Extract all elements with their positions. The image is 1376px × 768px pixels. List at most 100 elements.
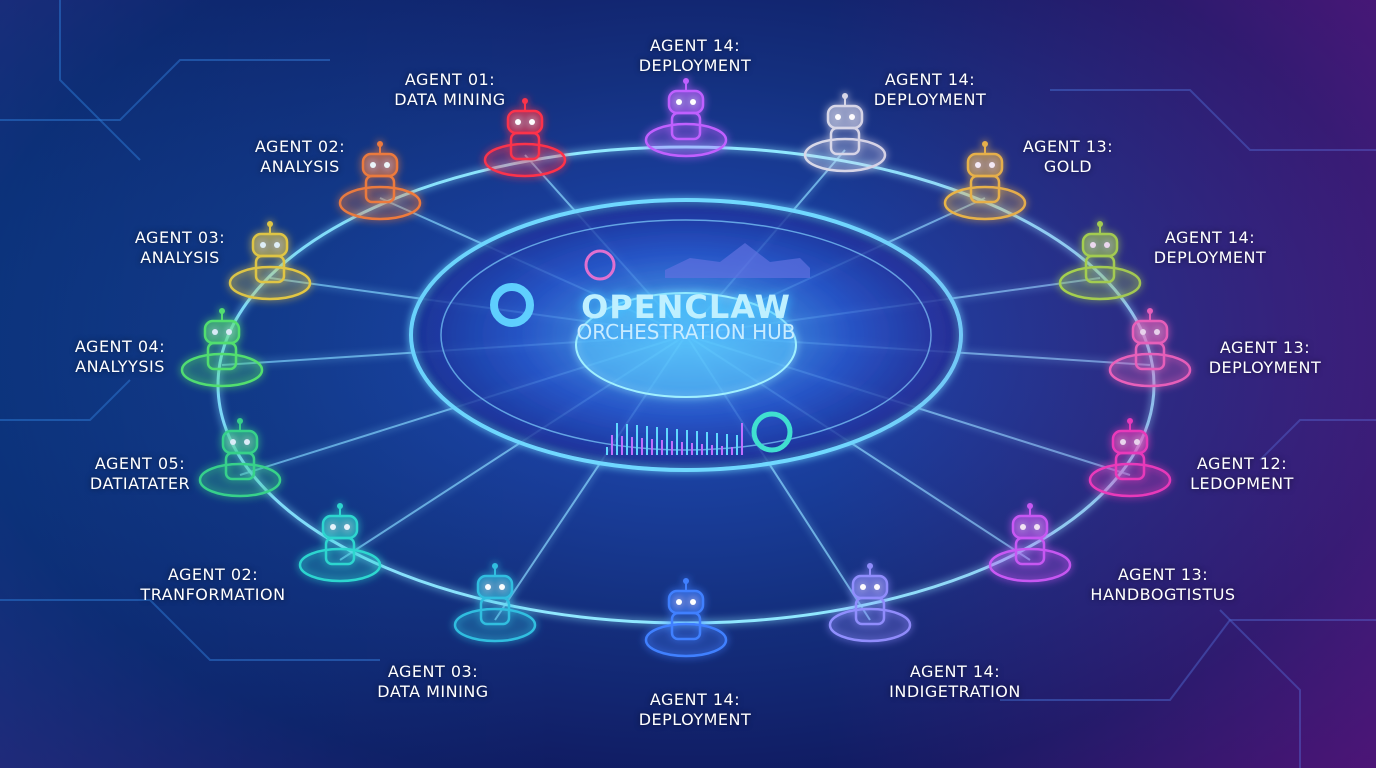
agent-role: HANDBOGTISTUS	[1090, 585, 1236, 604]
bar	[701, 444, 703, 455]
agent-robot-icon[interactable]	[1088, 418, 1172, 498]
bar	[716, 433, 718, 455]
agent-id: AGENT 05:	[94, 454, 186, 473]
agent-robot-icon[interactable]	[198, 418, 282, 498]
gauge-widget	[584, 249, 616, 281]
bar	[706, 432, 708, 455]
bar	[711, 445, 713, 455]
agent-role: DEPLOYMENT	[873, 90, 987, 109]
agent-robot-icon[interactable]	[228, 221, 312, 301]
bar	[691, 443, 693, 455]
agent-label: AGENT 13:GOLD	[1023, 137, 1113, 177]
bar	[616, 423, 618, 455]
agent-robot-icon[interactable]	[180, 308, 264, 388]
bar	[606, 447, 608, 455]
bar	[671, 441, 673, 455]
agent-id: AGENT 13:	[1117, 565, 1209, 584]
hub-platform	[409, 198, 963, 472]
bar	[641, 438, 643, 455]
agent-robot-icon[interactable]	[298, 503, 382, 583]
circuit-trace	[0, 59, 330, 121]
bar	[736, 435, 738, 455]
agent-label: AGENT 02:TRANFORMATION	[140, 565, 285, 605]
agent-id: AGENT 13:	[1219, 338, 1311, 357]
hub-title: OPENCLAW	[581, 288, 791, 326]
circuit-trace	[1259, 419, 1376, 461]
agent-label: AGENT 13:DEPLOYMENT	[1209, 338, 1322, 378]
bar	[651, 439, 653, 455]
agent-id: AGENT 12:	[1196, 454, 1288, 473]
agent-id: AGENT 14:	[884, 70, 976, 89]
bar	[661, 440, 663, 455]
bar	[646, 426, 648, 455]
agent-label: AGENT 14:DEPLOYMENT	[1154, 228, 1267, 268]
agent-robot-icon[interactable]	[988, 503, 1072, 583]
agent-id: AGENT 14:	[649, 36, 741, 55]
agent-id: AGENT 02:	[254, 137, 346, 156]
bar	[621, 436, 623, 455]
agent-id: AGENT 04:	[74, 337, 166, 356]
agent-id: AGENT 02:	[167, 565, 259, 584]
agent-label: AGENT 03:DATA MINING	[377, 662, 488, 702]
agent-robot-icon[interactable]	[1108, 308, 1192, 388]
agent-id: AGENT 01:	[404, 70, 496, 89]
circuit-trace	[1000, 619, 1376, 701]
donut-widget-2	[751, 411, 793, 453]
bar	[631, 437, 633, 455]
bar	[636, 425, 638, 455]
agent-robot-icon[interactable]	[828, 563, 912, 643]
bar	[731, 447, 733, 455]
agent-label: AGENT 14:DEPLOYMENT	[639, 690, 752, 730]
agent-role: ANALYSIS	[140, 248, 220, 267]
agent-id: AGENT 14:	[649, 690, 741, 709]
agent-role: GOLD	[1043, 157, 1093, 176]
agent-role: DATIATATER	[89, 474, 191, 493]
agent-label: AGENT 01:DATA MINING	[394, 70, 505, 110]
agent-robot-icon[interactable]	[453, 563, 537, 643]
bar	[676, 429, 678, 455]
bar	[696, 431, 698, 455]
bar	[721, 446, 723, 455]
agent-robot-icon[interactable]	[1058, 221, 1142, 301]
agent-role: TRANFORMATION	[140, 585, 286, 604]
bar	[726, 434, 728, 455]
agent-label: AGENT 04:ANALYYSIS	[75, 337, 165, 377]
agent-robot-icon[interactable]	[338, 141, 422, 221]
agent-role: INDIGETRATION	[889, 682, 1021, 701]
area-chart-widget	[665, 243, 810, 278]
agent-label: AGENT 05:DATIATATER	[90, 454, 190, 494]
agent-robot-icon[interactable]	[644, 78, 728, 158]
circuit-trace	[59, 0, 141, 161]
bar	[741, 423, 743, 455]
agent-role: DEPLOYMENT	[1153, 248, 1267, 267]
circuit-trace	[0, 379, 131, 421]
circuit-trace	[1050, 89, 1376, 151]
agent-role: DEPLOYMENT	[1208, 358, 1322, 377]
agent-robot-icon[interactable]	[644, 578, 728, 658]
agent-label: AGENT 02:ANALYSIS	[255, 137, 345, 177]
agent-robot-icon[interactable]	[943, 141, 1027, 221]
bar-chart-widget	[606, 423, 743, 455]
agent-id: AGENT 13:	[1022, 137, 1114, 156]
bar	[611, 435, 613, 455]
hub-subtitle: ORCHESTRATION HUB	[576, 320, 796, 344]
agent-id: AGENT 03:	[134, 228, 226, 247]
agent-label: AGENT 14:INDIGETRATION	[889, 662, 1021, 702]
agent-role: DEPLOYMENT	[638, 710, 752, 729]
bar	[656, 427, 658, 455]
agent-robot-icon[interactable]	[483, 98, 567, 178]
agent-label: AGENT 03:ANALYSIS	[135, 228, 225, 268]
agent-id: AGENT 14:	[1164, 228, 1256, 247]
agent-label: AGENT 12:LEDOPMENT	[1190, 454, 1294, 494]
circuit-trace	[1219, 609, 1301, 768]
agent-label: AGENT 13:HANDBOGTISTUS	[1090, 565, 1235, 605]
donut-widget	[490, 283, 534, 327]
circuit-trace	[0, 599, 380, 661]
agent-robot-icon[interactable]	[803, 93, 887, 173]
bar	[686, 430, 688, 455]
agent-label: AGENT 14:DEPLOYMENT	[874, 70, 987, 110]
bar	[626, 424, 628, 455]
